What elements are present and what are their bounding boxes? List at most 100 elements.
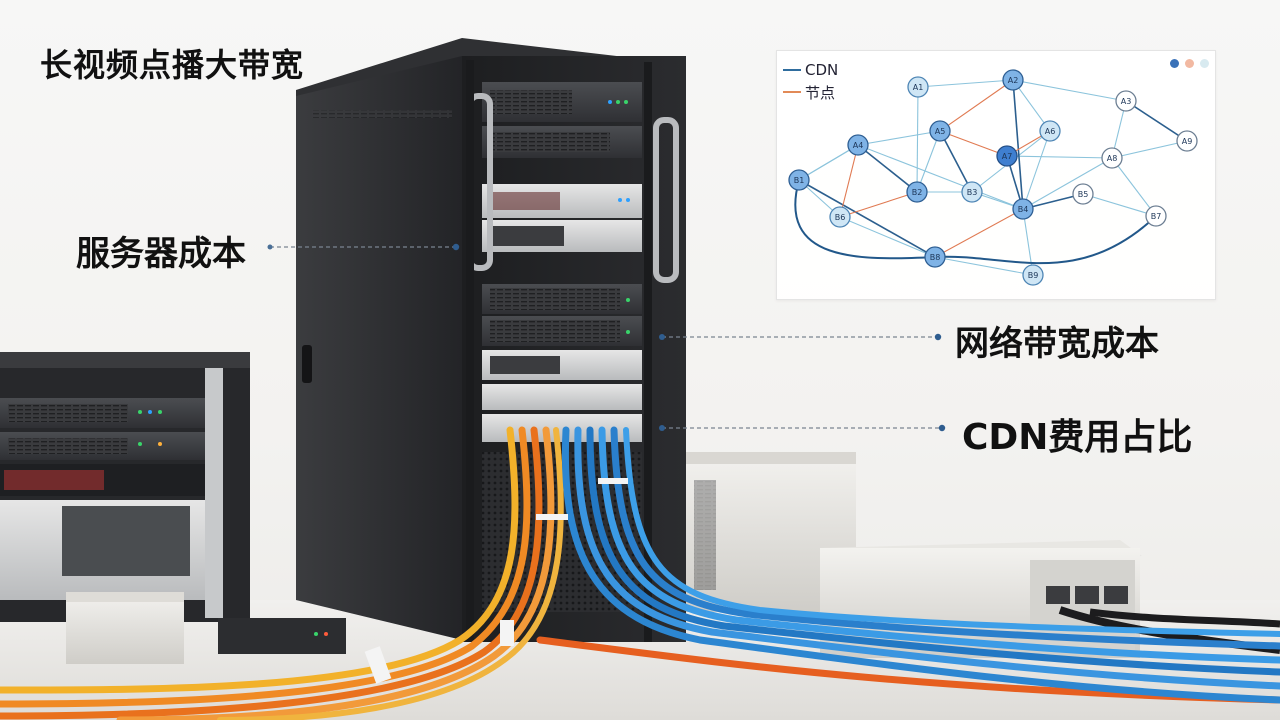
network-edge	[934, 256, 1034, 276]
network-edge	[917, 79, 1014, 88]
network-edge	[1125, 100, 1188, 142]
network-edge	[1082, 193, 1157, 217]
network-node: A3	[1115, 90, 1137, 112]
network-edge	[1022, 157, 1113, 210]
network-node-label: A4	[853, 141, 864, 150]
legend-swatch-node	[783, 91, 801, 93]
network-bandwidth-cost-callout: 网络带宽成本	[955, 324, 1159, 364]
network-node-label: A9	[1182, 137, 1193, 146]
network-edge	[839, 216, 936, 258]
orange-cable-bundle	[0, 426, 1280, 720]
left-server-rack	[0, 352, 250, 622]
network-node-label: B5	[1078, 190, 1089, 199]
network-edge	[934, 208, 1024, 258]
network-node-label: B8	[930, 253, 941, 262]
network-edge	[1022, 208, 1034, 276]
cdn-share-callout: CDN费用占比	[962, 417, 1193, 458]
network-node-circle	[929, 120, 951, 142]
network-edge	[857, 144, 1024, 210]
network-node: A9	[1176, 130, 1198, 152]
legend-swatch-cdn	[783, 69, 801, 71]
network-edge	[1012, 79, 1024, 210]
network-node-label: A2	[1008, 76, 1019, 85]
network-node: B5	[1072, 183, 1094, 205]
network-node-circle	[1022, 264, 1044, 286]
network-node: A1	[907, 76, 929, 98]
network-edge	[939, 79, 1014, 132]
network-node: A5	[929, 120, 951, 142]
network-node: B7	[1145, 205, 1167, 227]
network-node: A4	[847, 134, 869, 156]
network-node-label: A5	[935, 127, 946, 136]
network-node-circle	[1145, 205, 1167, 227]
network-node-label: A1	[913, 83, 924, 92]
network-node: A7	[996, 145, 1018, 167]
network-edge	[857, 144, 918, 193]
network-node-label: A8	[1107, 154, 1118, 163]
network-node-label: A3	[1121, 97, 1132, 106]
network-edge	[916, 86, 919, 193]
network-node-circle	[907, 76, 929, 98]
network-node: B1	[788, 169, 810, 191]
network-edge	[798, 144, 859, 181]
network-node-circle	[1012, 198, 1034, 220]
network-edge	[1006, 155, 1113, 159]
network-edge	[939, 130, 973, 193]
network-edge	[916, 130, 941, 193]
network-node-label: B9	[1028, 271, 1039, 280]
network-node-label: A7	[1002, 152, 1013, 161]
network-node-circle	[847, 134, 869, 156]
network-edge	[798, 179, 936, 258]
window-dot-blue	[1170, 59, 1179, 68]
network-edge	[1012, 79, 1127, 102]
window-dot-peach	[1185, 59, 1194, 68]
network-node: B4	[1012, 198, 1034, 220]
network-node-circle	[1039, 120, 1061, 142]
network-node: B6	[829, 206, 851, 228]
network-node-label: B2	[912, 188, 923, 197]
network-node-circle	[906, 181, 928, 203]
server-cost-callout: 服务器成本	[76, 234, 246, 274]
network-node-circle	[1115, 90, 1137, 112]
network-edge	[1111, 140, 1188, 159]
network-legend: CDN 节点	[783, 59, 838, 103]
page-title: 长视频点播大带宽	[40, 46, 305, 84]
legend-label: CDN	[805, 61, 839, 79]
network-edge	[839, 191, 918, 218]
network-node-circle	[829, 206, 851, 228]
network-node-circle	[961, 181, 983, 203]
blue-cable-bundle	[364, 426, 1280, 704]
legend-label: 节点	[805, 83, 836, 102]
network-edge	[1022, 130, 1051, 210]
network-node-label: B1	[794, 176, 805, 185]
network-node-label: A6	[1045, 127, 1056, 136]
main-server-rack	[296, 38, 686, 642]
network-node: A6	[1039, 120, 1061, 142]
network-node-circle	[1072, 183, 1094, 205]
network-node-label: B6	[835, 213, 846, 222]
network-edge	[939, 130, 1008, 157]
legend-item-cdn: CDN	[783, 59, 838, 81]
legend-item-node: 节点	[783, 81, 838, 103]
network-node: A8	[1101, 147, 1123, 169]
network-node-label: B4	[1018, 205, 1029, 214]
window-dot-mint	[1200, 59, 1209, 68]
network-node-circle	[996, 145, 1018, 167]
network-node: B3	[961, 181, 983, 203]
network-node-circle	[788, 169, 810, 191]
network-node: A2	[1002, 69, 1024, 91]
window-dots	[1170, 59, 1209, 68]
network-node-label: B7	[1151, 212, 1162, 221]
network-node-circle	[1176, 130, 1198, 152]
network-edge	[857, 130, 941, 146]
network-node: B9	[1022, 264, 1044, 286]
callout-leaders	[267, 243, 946, 432]
network-node-circle	[1002, 69, 1024, 91]
network-edge	[1111, 157, 1157, 217]
network-node: B2	[906, 181, 928, 203]
network-node: B8	[924, 246, 946, 268]
network-node-circle	[1101, 147, 1123, 169]
